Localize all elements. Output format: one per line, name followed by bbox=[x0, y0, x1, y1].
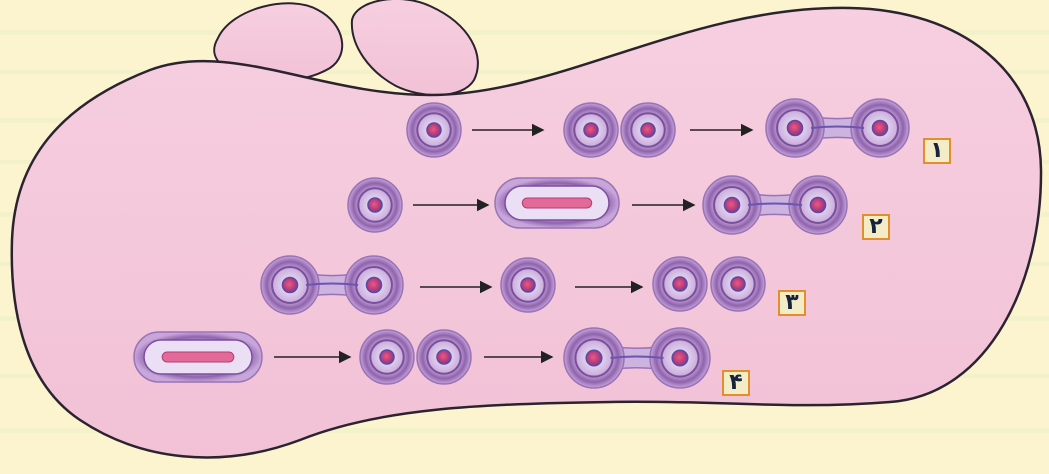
daughter-cell bbox=[711, 257, 765, 311]
single-cell bbox=[348, 178, 402, 232]
row-label-1: ۱ bbox=[923, 138, 951, 164]
nucleus bbox=[584, 123, 598, 137]
nucleus bbox=[641, 123, 655, 137]
nucleus bbox=[427, 123, 441, 137]
row-label-2: ۲ bbox=[862, 214, 890, 240]
single-cell bbox=[501, 258, 555, 312]
dividing-nucleus bbox=[522, 198, 591, 208]
nucleus bbox=[672, 350, 688, 366]
nucleus bbox=[366, 277, 381, 292]
nucleus bbox=[521, 278, 535, 292]
dividing-nucleus bbox=[162, 352, 234, 362]
nucleus bbox=[787, 120, 802, 135]
nucleus bbox=[586, 350, 602, 366]
daughter-cell bbox=[621, 103, 675, 157]
nucleus bbox=[282, 277, 297, 292]
row-label-3: ۳ bbox=[778, 290, 806, 316]
nucleus bbox=[368, 198, 382, 212]
nucleus bbox=[673, 277, 687, 291]
nucleus bbox=[380, 350, 394, 364]
elongated-cell bbox=[134, 332, 262, 382]
daughter-cell bbox=[417, 330, 471, 384]
single-cell bbox=[407, 103, 461, 157]
nucleus bbox=[731, 277, 745, 291]
daughter-cell bbox=[653, 257, 707, 311]
nucleus bbox=[724, 197, 739, 212]
row-label-4: ۴ bbox=[722, 370, 750, 396]
daughter-cell bbox=[360, 330, 414, 384]
daughter-cell bbox=[564, 103, 618, 157]
nucleus bbox=[810, 197, 825, 212]
nucleus bbox=[872, 120, 887, 135]
elongated-cell bbox=[495, 178, 619, 228]
nucleus bbox=[437, 350, 451, 364]
